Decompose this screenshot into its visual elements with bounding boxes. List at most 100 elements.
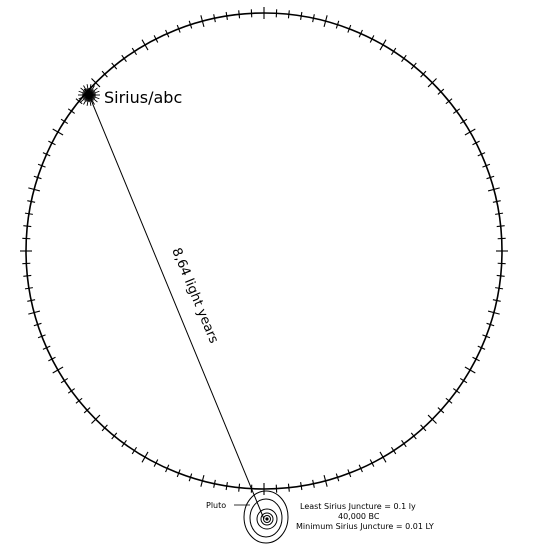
circle-tick	[492, 200, 501, 203]
circle-tick	[188, 473, 193, 482]
circle-tick	[477, 152, 486, 157]
circle-tick	[101, 70, 108, 78]
circle-tick	[188, 20, 193, 29]
circle-tick	[28, 310, 41, 315]
circle-tick	[165, 29, 170, 38]
circle-tick	[496, 225, 505, 228]
circle-tick	[477, 345, 486, 350]
circle-tick	[27, 299, 36, 302]
circle-tick	[437, 407, 445, 414]
circle-tick	[496, 274, 505, 277]
distance-label: 8,64 light years	[168, 246, 221, 346]
solar-system-orbits	[243, 490, 289, 544]
circle-tick	[33, 322, 42, 327]
circle-tick	[60, 118, 69, 125]
circle-tick	[33, 175, 42, 180]
circle-tick	[312, 14, 315, 23]
circle-tick	[42, 345, 51, 350]
circle-tick	[28, 187, 41, 192]
circle-tick	[335, 20, 340, 29]
circle-tick	[464, 366, 476, 374]
circle-tick	[427, 414, 437, 424]
star-core	[85, 91, 93, 99]
circle-tick	[347, 469, 352, 478]
circle-tick	[111, 62, 118, 70]
note-minimum-juncture: Minimum Sirius Juncture = 0.01 LY	[296, 522, 434, 531]
star-label: Sirius/abc	[104, 88, 182, 107]
inner-orbit-2	[260, 512, 274, 526]
circle-tick	[347, 24, 352, 33]
circle-tick	[213, 14, 216, 23]
circle-tick	[335, 473, 340, 482]
circle-tick	[472, 356, 480, 362]
circle-tick	[464, 128, 476, 136]
circle-tick	[200, 15, 205, 28]
circle-tick	[482, 163, 491, 168]
circle-tick	[91, 78, 101, 88]
circle-tick	[23, 274, 32, 277]
circle-tick	[91, 414, 101, 424]
sun-icon	[265, 517, 269, 521]
circle-tick	[401, 439, 407, 448]
circle-tick	[472, 140, 480, 146]
circle-tick	[287, 483, 290, 492]
distance-line	[88, 94, 265, 520]
circle-tick	[24, 212, 33, 215]
circle-tick	[83, 407, 91, 414]
pluto-orbit	[249, 498, 283, 538]
circle-tick	[437, 88, 445, 95]
circle-tick	[23, 225, 32, 228]
circle-tick	[487, 310, 500, 315]
circle-tick	[42, 152, 51, 157]
circle-tick	[131, 47, 138, 56]
circle-tick	[27, 200, 36, 203]
inner-orbit-1	[256, 508, 278, 530]
circle-tick	[131, 446, 138, 455]
circle-tick	[486, 322, 495, 327]
circle-tick	[238, 10, 241, 19]
circle-tick	[48, 140, 56, 146]
circle-tick	[176, 469, 181, 478]
sirius-star-icon	[78, 84, 100, 106]
circle-tick	[48, 356, 56, 362]
circle-tick	[390, 446, 397, 455]
circle-tick	[52, 366, 64, 374]
circle-tick	[379, 39, 387, 51]
circle-tick	[445, 98, 453, 105]
circle-tick	[225, 11, 228, 20]
circle-tick	[323, 15, 328, 28]
note-least-juncture: Least Sirius Juncture = 0.1 ly	[300, 502, 416, 511]
circle-tick	[492, 299, 501, 302]
circle-tick	[495, 287, 504, 290]
note-date: 40,000 BC	[338, 512, 380, 521]
circle-tick	[141, 39, 149, 51]
circle-tick	[37, 334, 46, 339]
circle-tick	[358, 464, 363, 473]
circle-tick	[24, 287, 33, 290]
circle-tick	[67, 388, 76, 394]
circle-tick	[75, 98, 83, 105]
circle-tick	[200, 474, 205, 487]
circle-tick	[358, 29, 363, 38]
circle-tick	[141, 451, 149, 463]
circle-tick	[300, 482, 303, 491]
circle-tick	[486, 175, 495, 180]
circle-tick	[213, 479, 216, 488]
circle-tick	[153, 459, 159, 467]
circle-tick	[121, 439, 127, 448]
circle-tick	[101, 424, 108, 432]
circle-tick	[420, 70, 427, 78]
circle-tick	[459, 118, 468, 125]
circle-tick	[482, 334, 491, 339]
circle-tick	[410, 432, 417, 440]
circle-tick	[225, 482, 228, 491]
circle-tick	[238, 483, 241, 492]
circle-tick	[75, 397, 83, 404]
circle-tick	[410, 62, 417, 70]
circle-tick	[111, 432, 118, 440]
circle-tick	[165, 464, 170, 473]
circle-tick	[427, 78, 437, 88]
circle-tick	[401, 54, 407, 63]
circle-tick	[287, 10, 290, 19]
